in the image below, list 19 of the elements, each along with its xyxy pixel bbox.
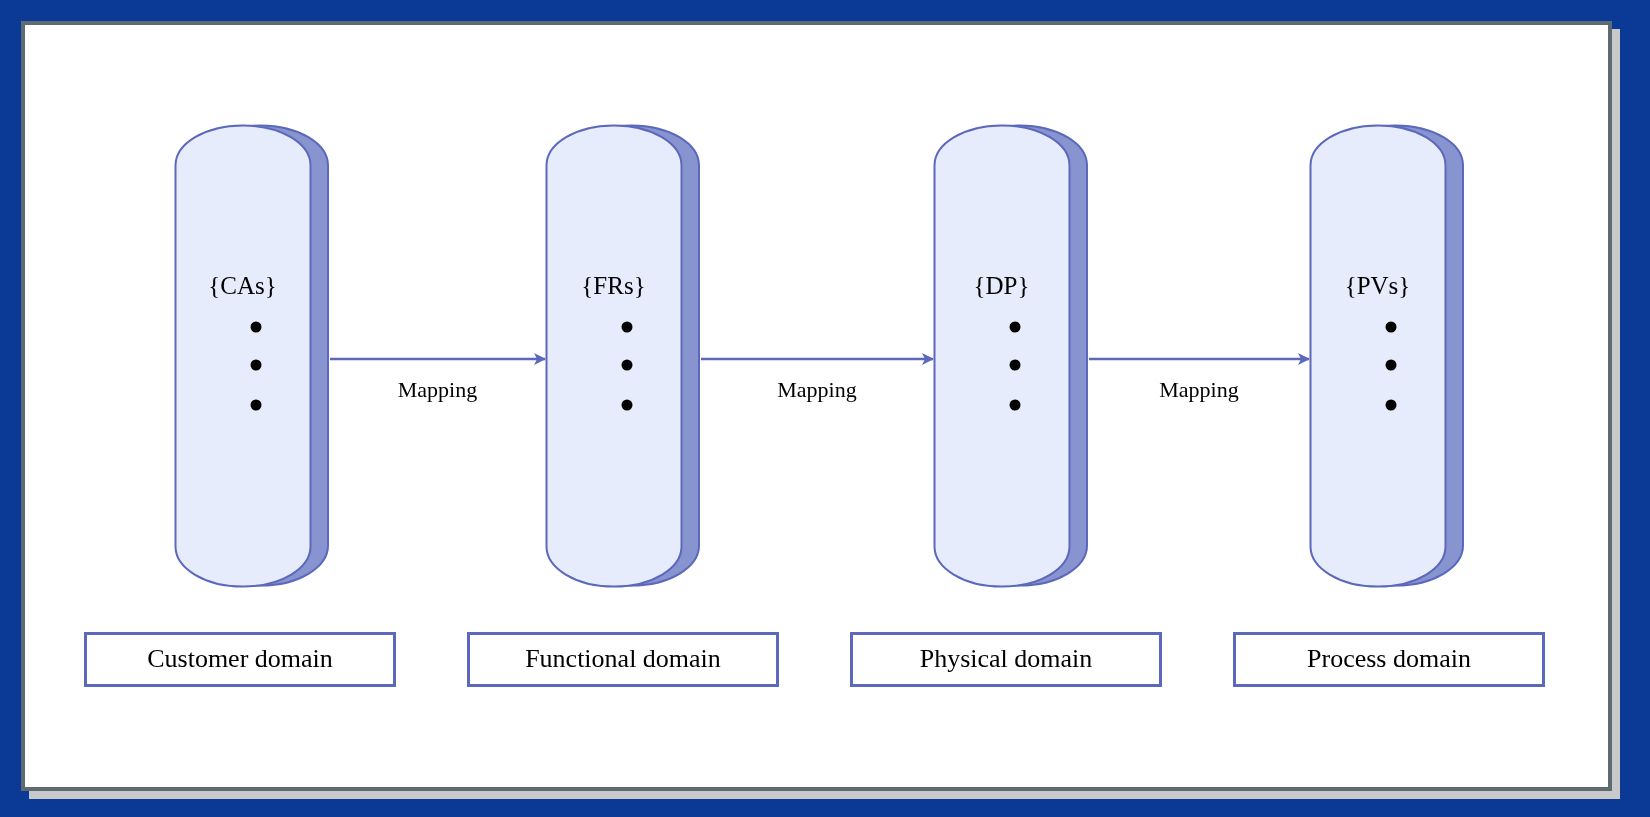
domain-label: Process domain [1307,643,1471,676]
arrow [701,353,934,365]
domain-label: Functional domain [525,643,721,676]
domain-box [467,632,779,687]
domain-cylinder [933,124,1089,588]
domain-cylinder [545,124,701,588]
domain-label: Customer domain [147,643,333,676]
domain-cylinder [1309,124,1465,588]
set-label: {FRs} [581,271,646,301]
set-label: {PVs} [1344,271,1411,301]
domain-box [84,632,396,687]
arrow [1089,353,1310,365]
domain-box [1233,632,1545,687]
set-label: {CAs} [208,271,277,301]
set-label: {DP} [973,271,1030,301]
domain-label: Physical domain [919,643,1093,676]
arrow [330,353,546,365]
domain-cylinder [174,124,330,588]
domain-box [850,632,1162,687]
